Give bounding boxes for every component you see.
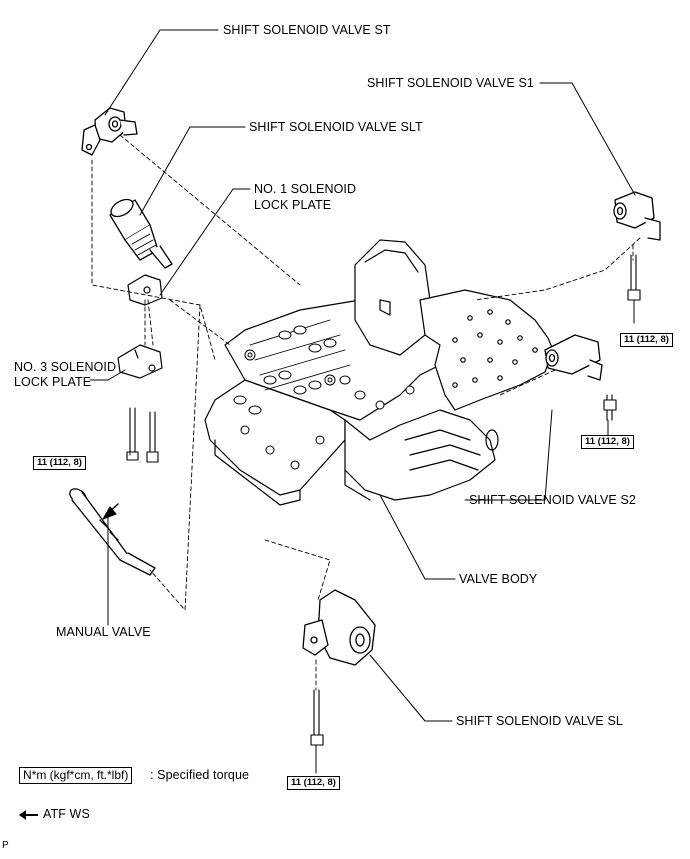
label-lock-plate-1-line1: NO. 1 SOLENOID [254, 182, 357, 196]
torque-sl-bolt: 11 (112, 8) [287, 776, 340, 790]
label-solenoid-sl: SHIFT SOLENOID VALVE SL [456, 714, 623, 728]
label-valve-body: VALVE BODY [459, 572, 538, 586]
solenoid-slt-drawing [109, 198, 173, 269]
label-solenoid-s2: SHIFT SOLENOID VALVE S2 [469, 493, 636, 507]
corner-mark: P [2, 840, 9, 851]
lock-plate-3-bolts [126, 407, 159, 463]
leader-lines [89, 29, 636, 774]
legend-torque-text: : Specified torque [150, 768, 250, 782]
torque-s1-bolt: 11 (112, 8) [620, 333, 673, 347]
solenoid-s1-drawing [613, 191, 661, 241]
alignment-dashes [91, 134, 641, 691]
label-solenoid-s1: SHIFT SOLENOID VALVE S1 [367, 76, 534, 90]
label-solenoid-slt: SHIFT SOLENOID VALVE SLT [249, 120, 423, 134]
lock-plate-3-drawing [117, 344, 163, 379]
label-manual-valve: MANUAL VALVE [56, 625, 151, 639]
sl-bolt-drawing [310, 689, 324, 746]
solenoid-s2-drawing [544, 334, 603, 381]
s2-bolt-drawing [603, 394, 617, 421]
s1-bolt-drawing [627, 254, 641, 301]
label-solenoid-st: SHIFT SOLENOID VALVE ST [223, 23, 391, 37]
label-lock-plate-3-line2: LOCK PLATE [14, 375, 92, 389]
torque-s2-bolt: 11 (112, 8) [581, 435, 634, 449]
label-lock-plate-3-line1: NO. 3 SOLENOID [14, 360, 117, 374]
valve-body-drawing [204, 239, 554, 506]
torque-lock-plate-3-bolts: 11 (112, 8) [33, 456, 86, 470]
legend-atf-text: ATF WS [43, 807, 90, 821]
solenoid-sl-drawing [302, 589, 376, 666]
atf-ws-arrow-icon [19, 810, 38, 820]
manual-valve-drawing [69, 488, 156, 576]
solenoid-st-drawing [81, 107, 138, 156]
label-lock-plate-1-line2: LOCK PLATE [254, 198, 332, 212]
legend-torque-box: N*m (kgf*cm, ft.*lbf) [19, 767, 133, 784]
